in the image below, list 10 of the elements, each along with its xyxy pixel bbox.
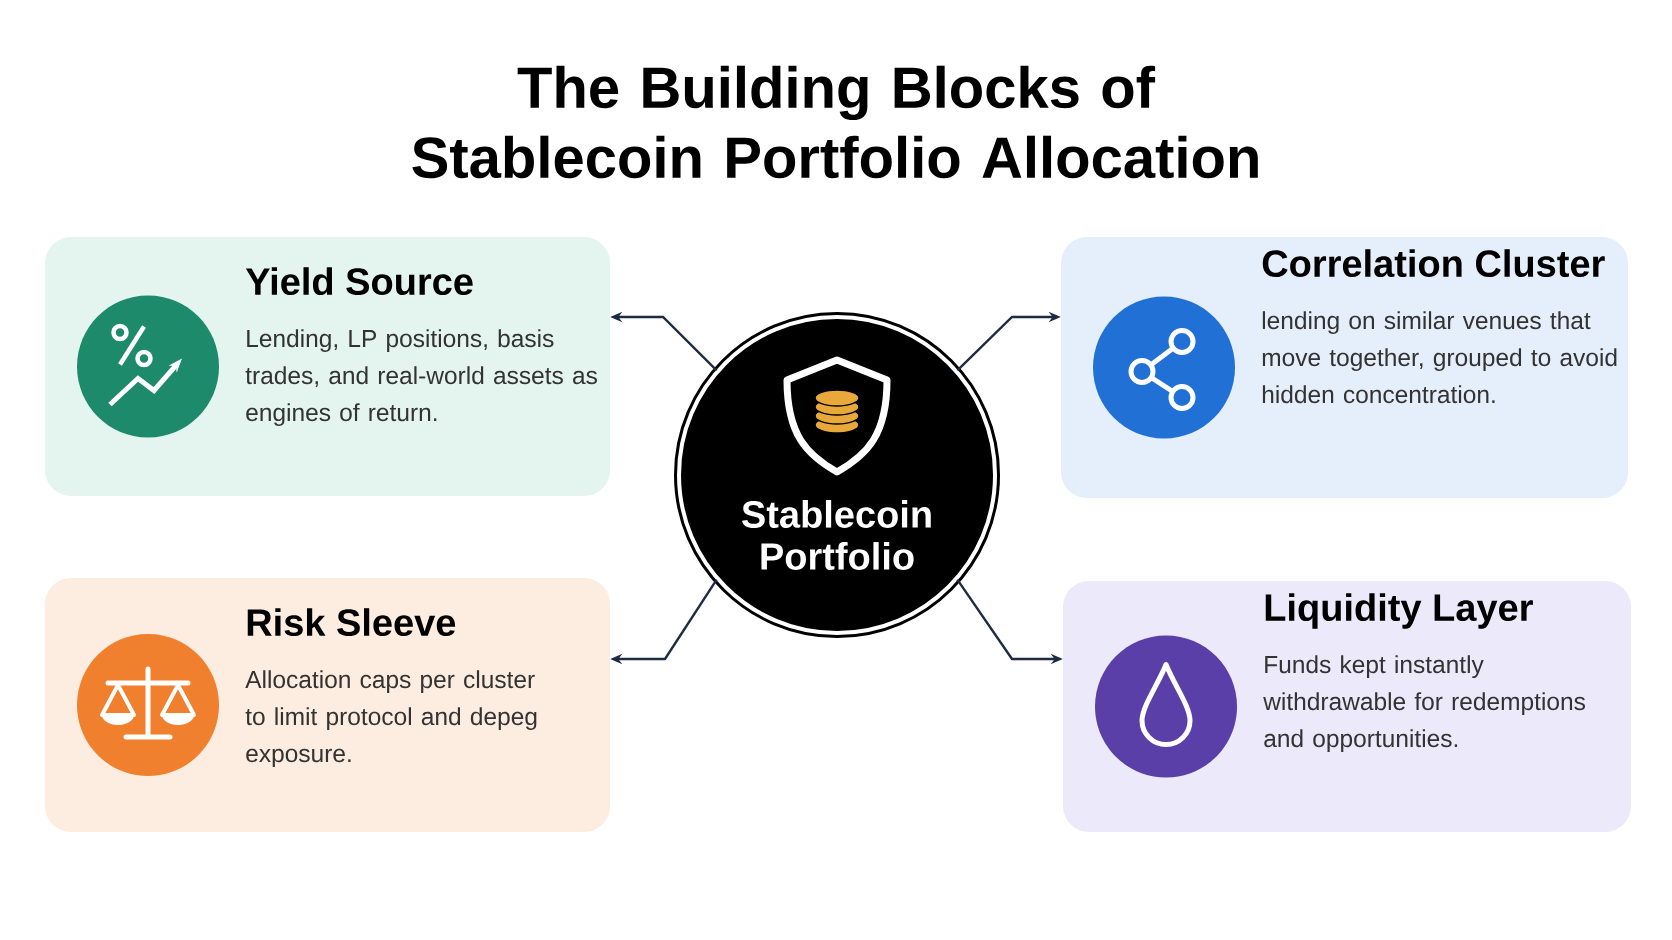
card-description: Allocation caps per cluster to limit protocol and depeg exposure. — [245, 670, 537, 768]
card-description: Lending, LP positions, basis trades, and real-world assets as engines of return. — [245, 329, 597, 427]
card-description: lending on similar venues that move together, grouped to avoid hidden concentration. — [1262, 311, 1617, 404]
card-heading: Liquidity Layer — [1265, 593, 1533, 629]
card-heading: Correlation Cluster — [1262, 249, 1605, 278]
card-heading: Yield Source — [245, 267, 473, 296]
card-description: Funds kept instantly withdrawable for redemptions and opportunities. — [1263, 655, 1585, 753]
title: The Building Blocks of Stablecoin Portfolio Allocation — [412, 65, 1258, 179]
card-heading: Risk Sleeve — [247, 608, 456, 637]
portfolio-label: Stablecoin Portfolio — [742, 500, 931, 570]
